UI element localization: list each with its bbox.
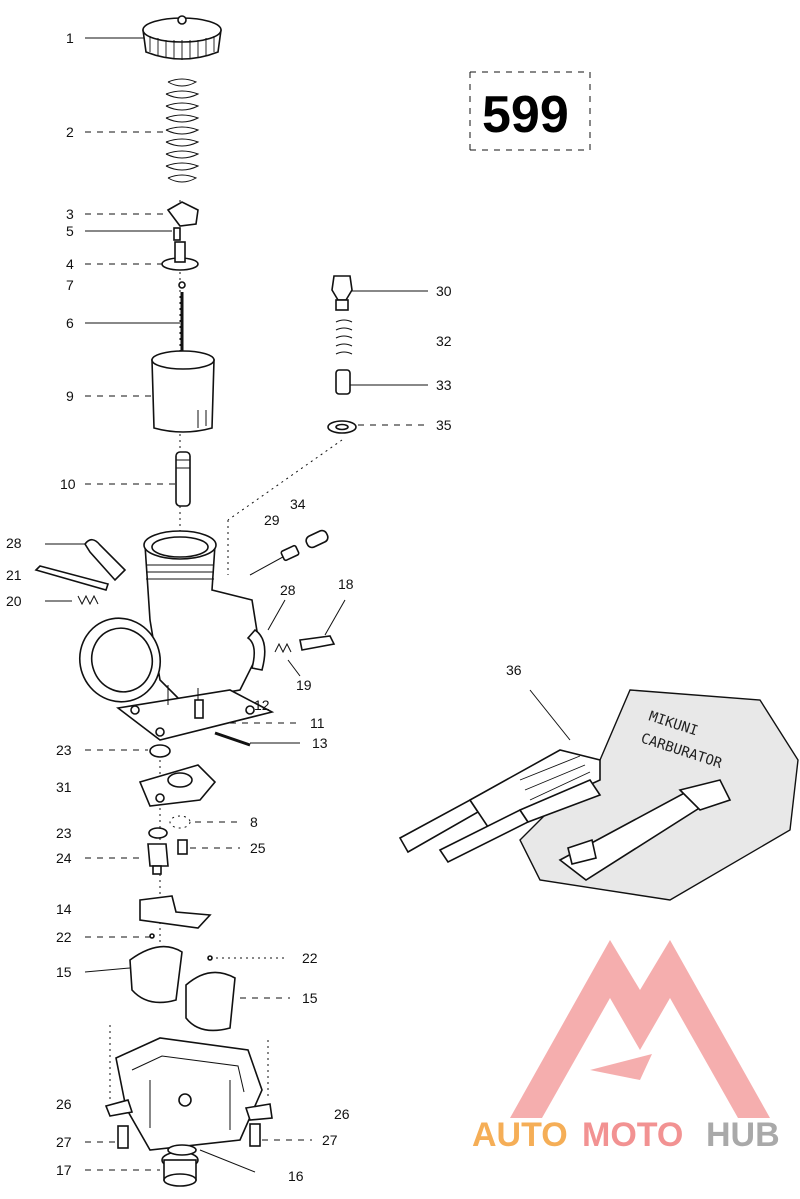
part-21-screw	[34, 565, 110, 591]
part-28-hose	[84, 538, 127, 582]
part-26-clip-left	[104, 1099, 134, 1117]
part-13-rod	[214, 731, 251, 747]
part-31-gasket	[138, 764, 217, 807]
watermark-text-moto: MOTO	[582, 1116, 683, 1154]
part-30-fitting	[331, 275, 353, 311]
part-2-throttle-spring	[165, 78, 200, 183]
part-28-o-ring	[246, 628, 266, 671]
page-number-box: 599	[469, 71, 591, 151]
callout-23-bottom: 23	[56, 825, 72, 841]
callout-25: 25	[250, 840, 266, 856]
callout-9: 9	[66, 388, 74, 404]
callout-33: 33	[436, 377, 452, 393]
part-14-float-arm	[139, 895, 212, 929]
callout-17: 17	[56, 1162, 72, 1178]
part-18-screw	[299, 635, 336, 651]
callout-4: 4	[66, 256, 74, 272]
callout-11: 11	[310, 715, 325, 731]
part-1-mixing-chamber-cap	[142, 15, 222, 60]
page-number: 599	[482, 86, 569, 144]
part-27-screw-right	[249, 1123, 261, 1147]
watermark-text-auto: AUTO	[472, 1116, 568, 1154]
callout-labels: 1 2 3 5 4 7 6 9 10 30 32 33 35 29 34 28 …	[6, 30, 522, 1184]
part-25-pilot-jet	[177, 839, 188, 855]
callout-15-right: 15	[302, 990, 318, 1006]
part-15-float-right	[185, 971, 236, 1032]
callout-6: 6	[66, 315, 74, 331]
part-4-needle-retainer	[161, 241, 199, 271]
callout-23-top: 23	[56, 742, 72, 758]
part-35-washer	[327, 420, 357, 434]
callout-19: 19	[296, 677, 312, 693]
part-32-spring	[335, 319, 353, 355]
part-26-clip-right	[244, 1103, 273, 1121]
part-3-needle-clip-plate	[166, 201, 199, 227]
callout-26-left: 26	[56, 1096, 72, 1112]
callout-12: 12	[254, 697, 270, 713]
callout-20: 20	[6, 593, 22, 609]
callout-1: 1	[66, 30, 74, 46]
part-10-needle-jet	[175, 451, 191, 507]
callout-22-left: 22	[56, 929, 72, 945]
callout-30: 30	[436, 283, 452, 299]
watermark-text-hub: HUB	[706, 1116, 780, 1154]
part-20-spring	[77, 594, 99, 606]
part-24-main-jet	[147, 843, 169, 875]
callout-27-left: 27	[56, 1134, 72, 1150]
callout-29: 29	[264, 512, 280, 528]
callout-27-right: 27	[322, 1132, 338, 1148]
part-23-washer-bottom	[148, 827, 168, 839]
part-12-screw	[194, 699, 204, 719]
part-23-washer-top	[149, 744, 171, 758]
callout-5: 5	[66, 223, 74, 239]
part-36-tool-kit: MIKUNI CARBURATOR	[398, 689, 799, 901]
callout-36: 36	[506, 662, 522, 678]
callout-8: 8	[250, 814, 258, 830]
callout-35: 35	[436, 417, 452, 433]
part-8-o-ring	[169, 815, 191, 829]
part-29-pilot-jet	[280, 544, 300, 562]
callout-16: 16	[288, 1168, 304, 1184]
part-9-throttle-valve	[151, 350, 215, 433]
callout-18: 18	[338, 576, 354, 592]
part-7-e-ring	[178, 281, 186, 289]
part-19-spring	[274, 642, 292, 654]
callout-26-right: 26	[334, 1106, 350, 1122]
callout-15-left: 15	[56, 964, 72, 980]
callout-21: 21	[6, 567, 22, 583]
part-33-plunger	[335, 369, 351, 395]
callout-24: 24	[56, 850, 72, 866]
callout-10: 10	[60, 476, 76, 492]
part-17-plug	[161, 1151, 199, 1187]
callout-22-right: 22	[302, 950, 318, 966]
callout-13: 13	[312, 735, 328, 751]
float-bowl	[115, 1037, 263, 1151]
callout-14: 14	[56, 901, 72, 917]
part-15-float-left	[129, 945, 183, 1004]
part-16-gasket	[167, 1144, 197, 1156]
callout-7: 7	[66, 277, 74, 293]
callout-32: 32	[436, 333, 452, 349]
part-34-cap	[305, 529, 329, 549]
callout-2: 2	[66, 124, 74, 140]
callout-28-right: 28	[280, 582, 296, 598]
callout-28-left: 28	[6, 535, 22, 551]
part-22-pin	[149, 933, 213, 961]
part-27-screw-left	[117, 1125, 129, 1149]
part-5-clip	[173, 227, 181, 241]
callout-31: 31	[56, 779, 72, 795]
callout-3: 3	[66, 206, 74, 222]
watermark-logo: AUTO MOTO HUB	[472, 940, 780, 1154]
callout-34: 34	[290, 496, 306, 512]
